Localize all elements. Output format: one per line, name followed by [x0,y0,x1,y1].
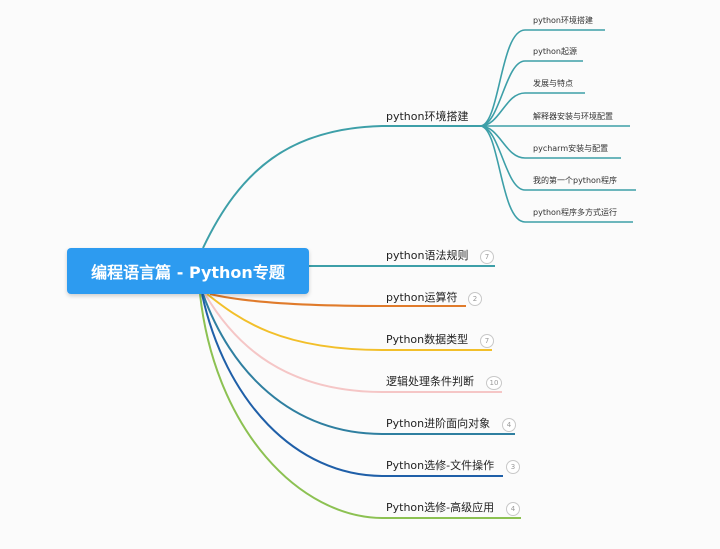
branch-adv-label: Python选修-高级应用 [386,501,495,514]
env-children-edges [479,29,636,223]
branch-file-label: Python选修-文件操作 [386,459,495,472]
branch-ops-label: python运算符 [386,291,458,304]
branch-ops[interactable]: python运算符 [386,291,457,305]
edge-env-child-7 [479,125,633,223]
branch-adv-count-badge[interactable]: 4 [506,502,520,516]
branch-file[interactable]: Python选修-文件操作 [386,459,494,473]
edge-env-child-6 [479,125,636,191]
branch-types-count-badge[interactable]: 7 [480,334,494,348]
branch-logic-label: 逻辑处理条件判断 [386,375,474,388]
env-child-6[interactable]: 我的第一个python程序 [533,176,617,185]
env-child-4[interactable]: 解释器安装与环境配置 [533,112,613,121]
branch-types-label: Python数据类型 [386,333,469,346]
branch-logic-count-badge[interactable]: 10 [486,376,502,390]
edge-types [206,293,492,351]
env-child-1[interactable]: python环境搭建 [533,16,593,25]
env-child-5[interactable]: pycharm安装与配置 [533,144,609,153]
branch-adv[interactable]: Python选修-高级应用 [386,501,494,515]
branch-ops-count-badge[interactable]: 2 [468,292,482,306]
env-child-7[interactable]: python程序多方式运行 [533,208,617,217]
edge-env-child-1 [479,29,605,127]
edge-oop [202,293,515,435]
edge-ops [209,293,466,307]
branch-oop-count-badge[interactable]: 4 [502,418,516,432]
branch-env-label: python环境搭建 [386,110,469,123]
edge-file [201,293,503,477]
branch-syntax-count-badge[interactable]: 7 [480,250,494,264]
edge-env-child-3 [479,92,585,127]
root-node-label: 编程语言篇 - Python专题 [91,263,285,282]
branch-env[interactable]: python环境搭建 [386,110,468,124]
edge-env-child-5 [479,125,621,159]
branch-logic[interactable]: 逻辑处理条件判断 [386,375,474,389]
branch-oop[interactable]: Python进阶面向对象 [386,417,490,431]
edge-logic [204,293,502,393]
env-child-2[interactable]: python起源 [533,47,577,56]
edge-env-child-2 [479,60,583,127]
branch-oop-label: Python进阶面向对象 [386,417,491,430]
edge-adv [199,293,521,519]
branch-syntax-label: python语法规则 [386,249,469,262]
edge-env [202,125,480,249]
branch-syntax[interactable]: python语法规则 [386,249,468,263]
root-node[interactable]: 编程语言篇 - Python专题 [67,248,309,294]
branch-file-count-badge[interactable]: 3 [506,460,520,474]
branch-types[interactable]: Python数据类型 [386,333,468,347]
env-child-3[interactable]: 发展与特点 [533,79,573,88]
